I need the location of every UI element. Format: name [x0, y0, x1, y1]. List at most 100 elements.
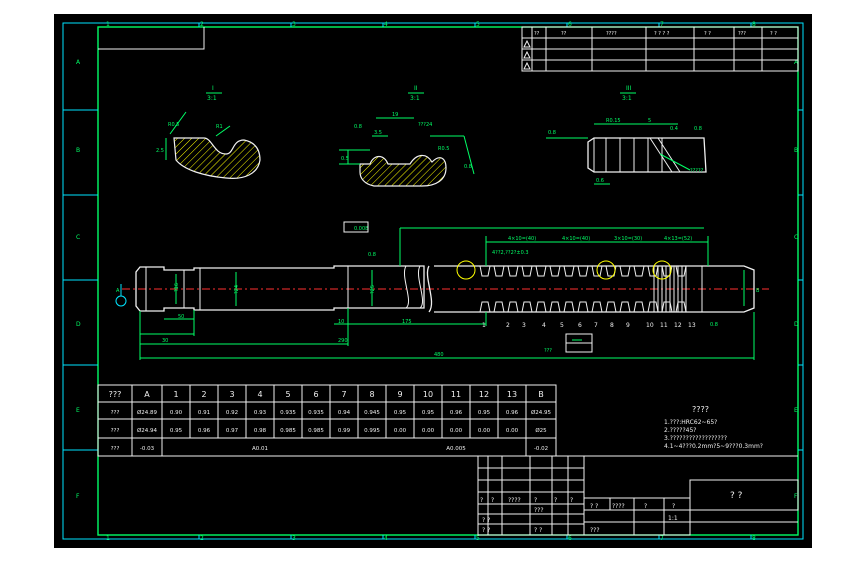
col-mark-1: 1	[106, 21, 110, 28]
table-cell-r1-c0: ???	[111, 410, 120, 416]
table-cell-r2-c14: 0.00	[506, 428, 519, 434]
detail-2-roughness: 0.8	[354, 124, 362, 130]
pitch-dim-3: 3×10=(30)	[614, 236, 642, 242]
main-shaft-view: A B	[115, 221, 769, 360]
rev-col-2: ??	[561, 31, 567, 37]
detail-2-section	[359, 154, 447, 187]
table-cell-r2-c9: 0.995	[364, 428, 380, 434]
section-label-3: 3	[522, 322, 526, 329]
table-cell-r0-c11: 10	[423, 390, 433, 399]
rev-col-4: ? ? ? ?	[654, 31, 670, 37]
table-cell-r0-c9: 8	[369, 390, 374, 399]
dim-d3: ?25	[370, 285, 376, 294]
tb-cell-12: ?	[644, 503, 647, 510]
roughness-2: 0.8	[710, 322, 718, 328]
row-mark-f-right: F	[794, 493, 798, 500]
detail-view-1: I 3:1 2.5 R0.5 R1	[156, 85, 261, 179]
table-cell-r2-c3: 0.96	[198, 428, 211, 434]
table-cell-r0-c14: 13	[507, 390, 517, 399]
detail-3-dim-a: R0.15	[606, 118, 621, 124]
detail-1-dim-c: R1	[216, 124, 223, 130]
note-line-4: 4.1~4???0.2mm?5~9???0.3mm?	[664, 443, 763, 450]
table-cell-r1-c10: 0.95	[394, 410, 407, 416]
revision-table	[521, 26, 799, 72]
table-cell-r2-c5: 0.98	[254, 428, 267, 434]
row-mark-e: E	[76, 407, 80, 414]
pitch-dim-4: 4×13=(52)	[664, 236, 692, 242]
table-cell-r2-c4: 0.97	[226, 428, 239, 434]
detail-3-note: ?????	[690, 168, 704, 174]
section-label-7: 7	[594, 322, 598, 329]
detail-3-dim-b: 5	[648, 118, 651, 124]
detail-1-dim-a: 2.5	[156, 148, 164, 154]
tb-cell-3: ????	[508, 497, 521, 504]
detail-3-label: III	[626, 85, 632, 92]
detail-2-label: II	[414, 85, 418, 92]
tb-cell-13: ?	[672, 503, 675, 510]
table-cell-r1-c13: 0.95	[478, 410, 491, 416]
note-line-1: 1.???:HRC62~65?	[664, 419, 717, 426]
note-line-3: 3.??????????????????	[664, 435, 727, 442]
row-mark-b-right: B	[794, 147, 798, 154]
measurement-table	[97, 384, 557, 457]
row-mark-b: B	[76, 147, 80, 154]
shaft-right-body	[434, 265, 755, 313]
drawing-sheet: 1 2 3 4 5 6 7 8 1 2 3 4 5 6 7 8 A B C D …	[54, 14, 812, 548]
table-cell-r3-c12: A0.005	[446, 446, 466, 452]
section-label-13: 13	[688, 322, 696, 329]
thread-grooves	[479, 265, 703, 313]
table-cell-r0-c2: 1	[173, 390, 178, 399]
slot-label: ???	[544, 348, 552, 354]
detail-2-dim-d: R0.5	[438, 146, 449, 152]
detail-1-callout	[456, 260, 476, 280]
table-cell-r1-c11: 0.95	[422, 410, 435, 416]
col-mark-3-bottom: 3	[292, 535, 296, 542]
table-cell-r3-c15: -0.02	[534, 446, 548, 452]
detail-2-dim-e: 0.8	[464, 164, 472, 170]
col-mark-8-bottom: 8	[752, 535, 756, 542]
notes-title: ????	[692, 405, 709, 414]
tb-cell-8: ? ?	[482, 517, 490, 524]
detail-1-scale: 3:1	[207, 95, 217, 102]
section-label-10: 10	[646, 322, 654, 329]
table-cell-r1-c7: 0.935	[308, 410, 324, 416]
table-cell-r0-c15: B	[538, 390, 544, 399]
detail-view-3: III 3:1 R0.15 5 0.6 0.8 0.4 0.8 ?????	[546, 85, 707, 185]
detail-2-scale: 3:1	[410, 95, 420, 102]
detail-1-label: I	[212, 85, 214, 92]
table-cell-r2-c10: 0.00	[394, 428, 407, 434]
detail-3-scale: 3:1	[622, 95, 632, 102]
row-mark-d: D	[76, 321, 81, 328]
col-mark-7: 7	[660, 21, 664, 28]
table-cell-r1-c12: 0.96	[450, 410, 463, 416]
section-label-2: 2	[506, 322, 510, 329]
table-cell-r3-c4: A0.01	[252, 446, 268, 452]
roughness-1: 0.8	[368, 252, 376, 258]
table-cell-r1-c14: 0.96	[506, 410, 519, 416]
table-cell-r3-c1: -0.03	[140, 446, 155, 452]
table-cell-r0-c1: A	[144, 390, 150, 399]
section-label-1: 1	[482, 322, 486, 329]
datum-a-mark: A	[116, 288, 120, 294]
row-mark-d-right: D	[794, 321, 799, 328]
tolerance-box: 0.008	[354, 226, 368, 232]
table-cell-r2-c2: 0.95	[170, 428, 183, 434]
col-mark-4-bottom: 4	[384, 535, 388, 542]
tb-cell-14: ???	[590, 527, 600, 534]
table-cell-r0-c4: 3	[229, 390, 234, 399]
table-cell-r0-c8: 7	[341, 390, 346, 399]
table-cell-r0-c0: ???	[109, 390, 122, 399]
table-cell-r1-c8: 0.94	[338, 410, 351, 416]
technical-notes: ???? 1.???:HRC62~65? 2.?????45? 3.??????…	[664, 405, 763, 450]
table-cell-r2-c6: 0.985	[280, 428, 296, 434]
table-cell-r1-c15: Ø24.95	[531, 409, 552, 416]
detail-1-dim-b: R0.5	[168, 122, 179, 128]
detail-3-callout	[652, 260, 672, 280]
table-cell-r2-c12: 0.00	[450, 428, 463, 434]
table-cell-r0-c12: 11	[451, 390, 461, 399]
shaft-dimensions	[139, 227, 755, 360]
outer-frame	[62, 22, 804, 540]
detail-view-2: II 3:1 0.5 19 3.5 ???24 0.8 R0.5 0.8	[339, 85, 475, 187]
col-mark-6: 6	[568, 21, 572, 28]
col-mark-5-bottom: 5	[476, 535, 480, 542]
